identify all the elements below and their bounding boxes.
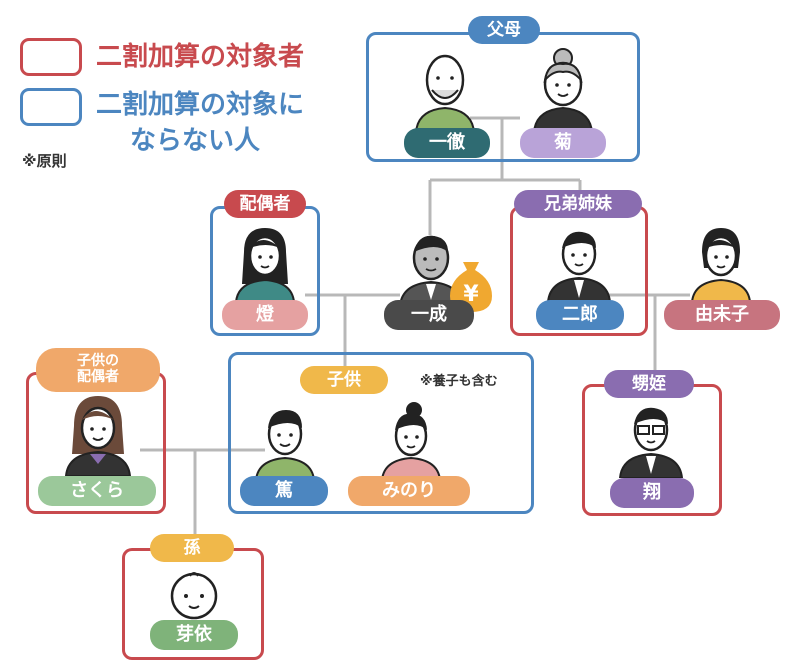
- nephew-figure: [618, 407, 684, 478]
- yen-symbol: ¥: [463, 282, 479, 307]
- grandchild-figure: [170, 572, 218, 620]
- father-figure: [414, 54, 476, 132]
- adopted-note: ※養子も含む: [420, 374, 498, 389]
- mother-name: 菊: [520, 128, 606, 158]
- group-child-spouse-tag-line1: 子供の: [77, 353, 119, 369]
- principle-note: ※原則: [22, 152, 67, 170]
- child-spouse-name: さくら: [38, 476, 156, 506]
- legend-non-target-label-line2: ならない人: [130, 126, 261, 156]
- group-children-tag: 子供: [300, 366, 388, 394]
- brother-spouse-name: 由未子: [664, 300, 780, 330]
- son-figure: [254, 410, 316, 480]
- legend-target-label: 二割加算の対象者: [96, 42, 305, 72]
- group-parents-tag: 父母: [468, 16, 540, 44]
- group-child-spouse-tag: 子供の 配偶者: [36, 348, 160, 392]
- legend-non-target-swatch: [20, 88, 82, 126]
- group-siblings-tag: 兄弟姉妹: [514, 190, 642, 218]
- brother-name: 二郎: [536, 300, 624, 330]
- son-name: 篤: [240, 476, 328, 506]
- grandchild-name: 芽依: [150, 620, 238, 650]
- group-child-spouse-tag-line2: 配偶者: [77, 369, 119, 385]
- deceased-name: 一成: [384, 300, 474, 330]
- legend-target-swatch: [20, 38, 82, 76]
- spouse-name: 燈: [222, 300, 308, 330]
- money-bag-icon: ¥: [450, 262, 492, 312]
- daughter-figure: [380, 402, 442, 480]
- group-grandchild-tag: 孫: [150, 534, 234, 562]
- daughter-name: みのり: [348, 476, 470, 506]
- legend-non-target-label-line1: 二割加算の対象に: [96, 90, 305, 120]
- father-name: 一徹: [404, 128, 490, 158]
- group-nephew-niece-tag: 甥姪: [604, 370, 694, 398]
- child-spouse-figure: [64, 396, 132, 476]
- brother-figure: [546, 231, 612, 302]
- group-spouse-tag: 配偶者: [224, 190, 306, 218]
- mother-figure: [532, 48, 594, 132]
- brother-spouse-figure: [690, 228, 752, 302]
- spouse-figure: [234, 228, 296, 302]
- nephew-name: 翔: [610, 478, 694, 508]
- group-children: [228, 352, 534, 514]
